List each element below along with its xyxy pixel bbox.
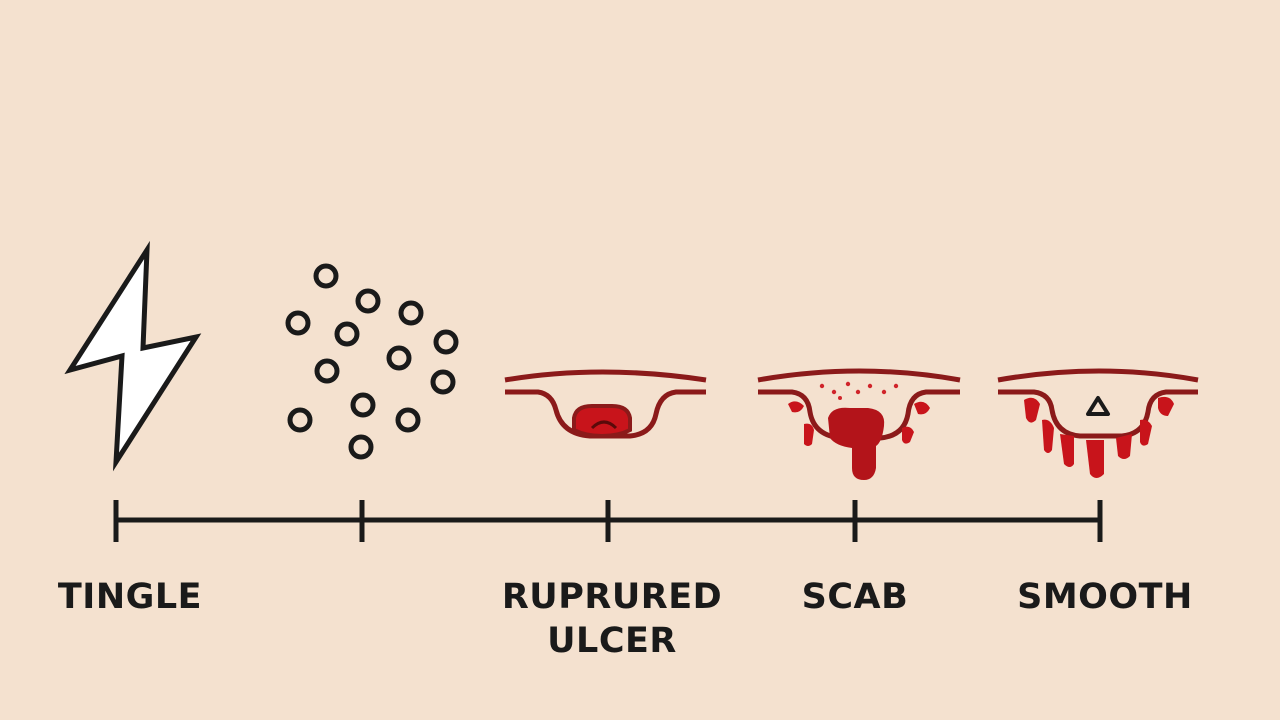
blister (314, 358, 340, 384)
blister (285, 310, 311, 336)
blister (398, 300, 424, 326)
label-ruptured-ulcer: RUPRURED ULCER (501, 577, 723, 661)
label-scab: SCAB (801, 577, 909, 617)
lightning-bolt-icon (64, 240, 202, 472)
blister (350, 392, 376, 418)
timeline (113, 500, 1103, 542)
label-tingle: TINGLE (57, 577, 203, 617)
blister (287, 407, 313, 433)
blister (313, 263, 339, 289)
label-smooth: SMOOTH (1017, 577, 1193, 617)
blister (395, 407, 421, 433)
ruptured-ulcer-icon (504, 369, 707, 439)
blister (430, 369, 456, 395)
smooth-skin-icon (997, 368, 1199, 478)
blister (433, 329, 459, 355)
blister (348, 434, 374, 460)
blister (386, 345, 412, 371)
blister-cluster-icon (285, 263, 459, 460)
blister (355, 288, 381, 314)
scab-icon (757, 368, 961, 480)
blister (334, 321, 360, 347)
